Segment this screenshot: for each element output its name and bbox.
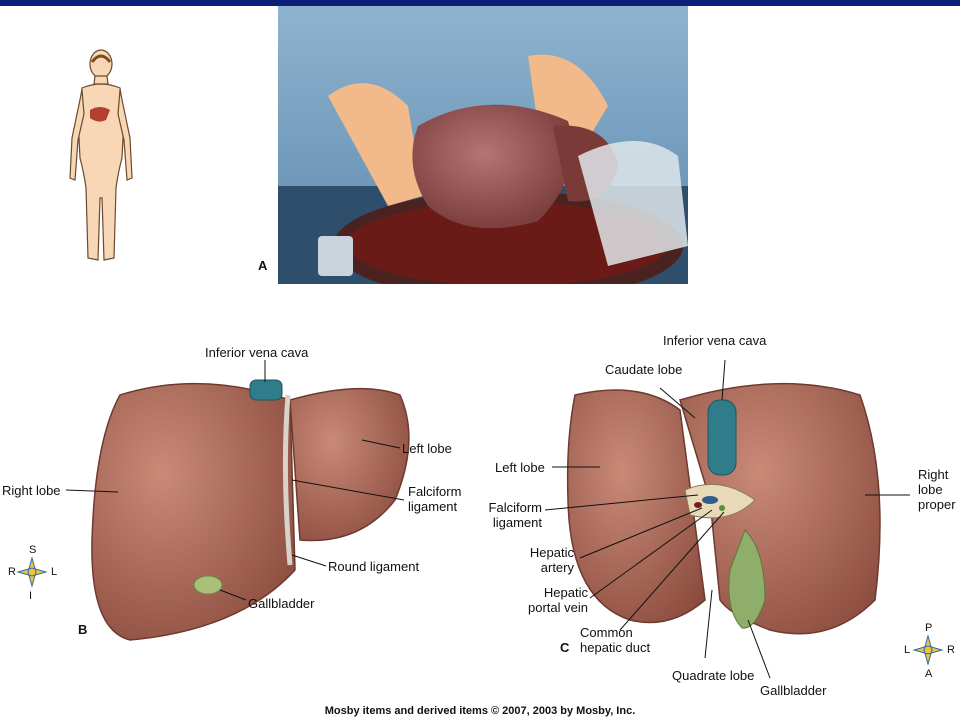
label-c-caudate-lobe: Caudate lobe bbox=[605, 362, 683, 377]
c-gallbladder-shape bbox=[728, 529, 766, 629]
label-c-left-lobe: Left lobe bbox=[495, 460, 545, 475]
compass-c-right: R bbox=[947, 644, 955, 656]
label-c-right-lobe-proper: Right lobe proper bbox=[918, 467, 956, 512]
right-lobe-shape bbox=[91, 382, 296, 641]
label-c-hepatic-portal-vein: Hepatic portal vein bbox=[528, 585, 588, 615]
label-c-gallbladder: Gallbladder bbox=[760, 683, 827, 698]
liver-photo: A bbox=[258, 6, 688, 284]
compass-c-top: P bbox=[925, 622, 933, 634]
compass-c: P A L R bbox=[904, 622, 955, 682]
compass-c-bottom: A bbox=[925, 668, 933, 680]
left-lobe-shape bbox=[289, 387, 410, 542]
falciform-ligament-shape bbox=[282, 394, 293, 566]
compass-b-right: L bbox=[51, 566, 58, 578]
body-locator-figure bbox=[60, 48, 142, 268]
compass-c-left: L bbox=[904, 644, 911, 656]
label-b-round-ligament: Round ligament bbox=[328, 559, 420, 574]
label-b-left-lobe: Left lobe bbox=[402, 441, 452, 456]
copyright-credit: Mosby items and derived items © 2007, 20… bbox=[324, 705, 636, 717]
label-c-inferior-vena-cava: Inferior vena cava bbox=[663, 333, 767, 348]
panel-letter-a: A bbox=[258, 258, 268, 273]
compass-star-icon bbox=[16, 556, 48, 588]
gallbladder-shape bbox=[193, 575, 223, 595]
diagram-c-inferior-liver: Inferior vena cava Caudate lobe Left lob… bbox=[480, 300, 960, 700]
c-ivc-shape bbox=[707, 399, 737, 476]
porta-hepatis-shape bbox=[684, 483, 756, 519]
compass-b-top: S bbox=[29, 544, 37, 556]
label-b-inferior-vena-cava: Inferior vena cava bbox=[205, 345, 309, 360]
label-c-falciform-ligament: Falciform ligament bbox=[488, 500, 542, 530]
top-bar bbox=[0, 0, 960, 6]
compass-star-icon bbox=[912, 634, 944, 666]
diagram-b-anterior-liver: Inferior vena cava Left lobe Right lobe … bbox=[0, 300, 480, 700]
label-b-right-lobe: Right lobe bbox=[2, 483, 61, 498]
compass-b-bottom: I bbox=[29, 590, 33, 602]
ivc-shape bbox=[249, 379, 283, 401]
compass-b-left: R bbox=[8, 566, 16, 578]
label-b-gallbladder: Gallbladder bbox=[248, 596, 315, 611]
panel-letter-c: C bbox=[560, 640, 570, 655]
panel-letter-b: B bbox=[78, 622, 88, 637]
liver-highlight bbox=[90, 107, 110, 122]
label-b-falciform-ligament: Falciform ligament bbox=[408, 484, 462, 514]
label-c-common-hepatic-duct: Common hepatic duct bbox=[580, 625, 651, 655]
c-left-lobe-shape bbox=[566, 389, 706, 624]
compass-b: S I R L bbox=[8, 544, 58, 604]
label-c-quadrate-lobe: Quadrate lobe bbox=[672, 668, 755, 683]
label-c-hepatic-artery: Hepatic artery bbox=[529, 545, 574, 575]
